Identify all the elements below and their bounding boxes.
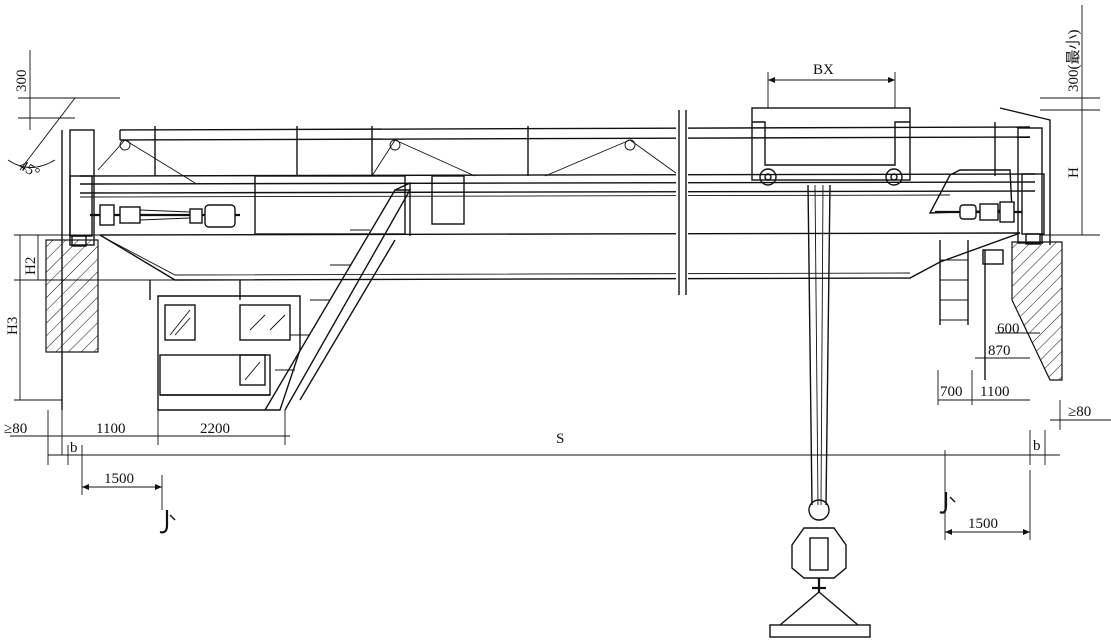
- dim-span: S: [556, 431, 564, 447]
- guard-rail: [97, 122, 1031, 184]
- break-lines: [676, 110, 688, 295]
- dim-b-left: b: [70, 440, 78, 456]
- right-ladder: [939, 240, 1004, 380]
- bridge-girder: [79, 169, 1036, 281]
- dim-right-min-gap: ≥80: [1068, 404, 1091, 420]
- dim-right-600: 600: [997, 321, 1020, 337]
- dim-right-1100: 1100: [980, 384, 1009, 400]
- dim-h: H: [1066, 167, 1082, 178]
- hoist-hook: [769, 184, 871, 638]
- dim-b-right: b: [1033, 438, 1041, 454]
- left-end-carriage: [69, 175, 240, 247]
- dim-left-min-gap: ≥80: [4, 421, 27, 437]
- dim-hook-right-1500: 1500: [968, 516, 998, 532]
- dim-right-870: 870: [988, 343, 1011, 359]
- dimension-lines: [7, 5, 1111, 540]
- dimension-labels: 300 45° BX 300(最小) H H2 H3 ≥80 1100 2200…: [4, 30, 1091, 533]
- dim-h2: H2: [23, 257, 39, 275]
- operator-cabin: [149, 280, 301, 411]
- right-building-wall: [999, 107, 1063, 381]
- dim-left-1100: 1100: [96, 421, 125, 437]
- dim-cabin-2200: 2200: [200, 421, 230, 437]
- dim-bx: BX: [813, 62, 834, 78]
- dim-right-700: 700: [940, 384, 963, 400]
- trolley: [751, 107, 911, 186]
- left-building-wall: [45, 129, 99, 410]
- dim-300-top: 300: [14, 70, 30, 93]
- inclined-ladder: [264, 181, 412, 411]
- hook-limit-icon-right: [939, 492, 956, 514]
- dim-hook-left-1500: 1500: [104, 471, 134, 487]
- right-end-carriage: [935, 173, 1045, 245]
- hook-limit-icon-left: [159, 510, 176, 534]
- dim-300-min: 300(最小): [1065, 30, 1082, 93]
- dim-h3: H3: [5, 317, 21, 335]
- dim-angle: 45°: [16, 158, 42, 182]
